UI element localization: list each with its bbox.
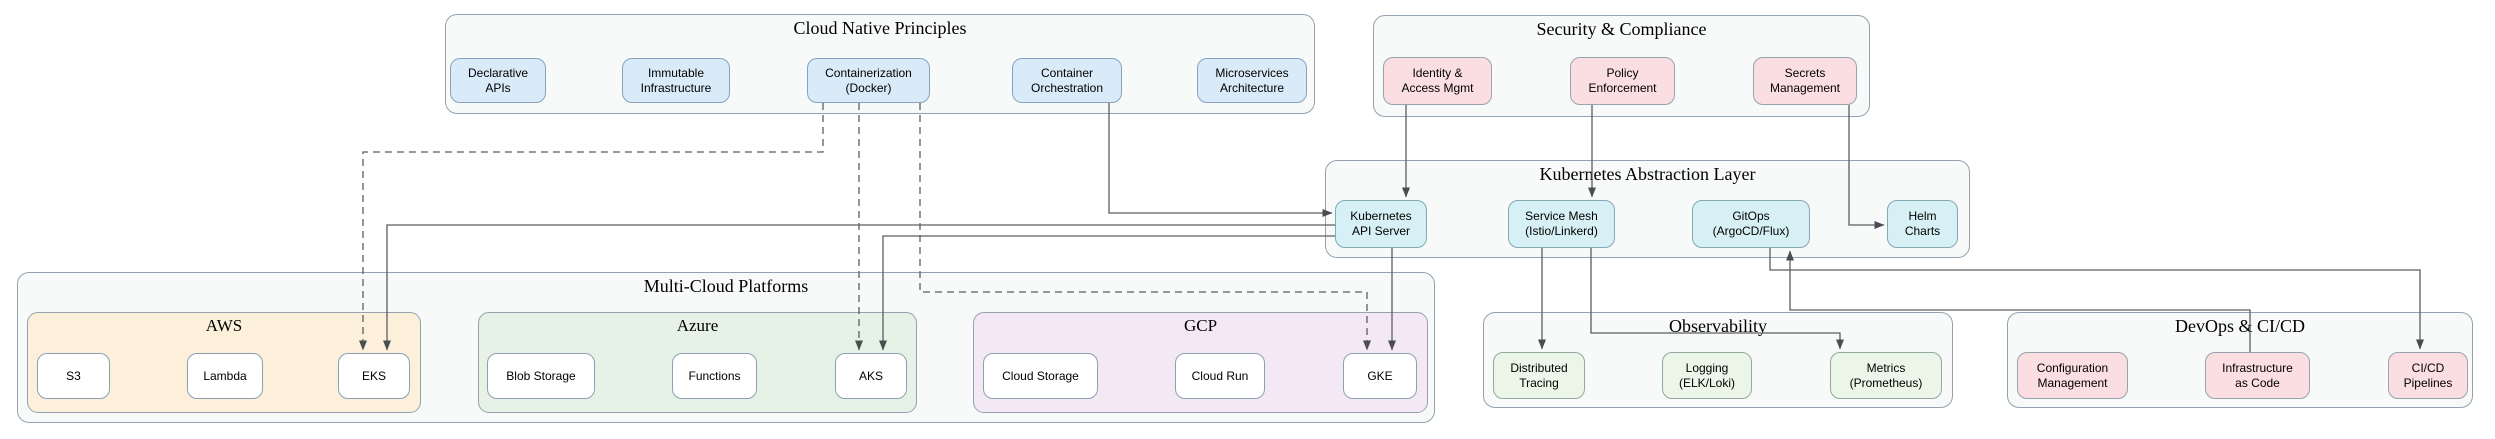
node-containerization-docker: Containerization (Docker) [807,58,930,103]
edge-container-orchestration-to-kubernetes-api-server [1108,103,1333,217]
node-lambda: Lambda [187,353,263,399]
node-infrastructure-as-code: Infrastructure as Code [2205,352,2310,399]
node-immutable-infrastructure: Immutable Infrastructure [622,58,730,103]
node-distributed-tracing: Distributed Tracing [1493,352,1585,399]
node-functions: Functions [672,353,757,399]
node-container-orchestration: Container Orchestration [1012,58,1122,103]
cluster-title-observability: Observability [1669,316,1767,336]
node-identity-access-mgmt: Identity & Access Mgmt [1383,57,1492,105]
cluster-title-cloud-native-principles: Cloud Native Principles [793,18,967,38]
cluster-title-kubernetes-abstraction-layer: Kubernetes Abstraction Layer [1539,164,1756,184]
node-policy-enforcement: Policy Enforcement [1570,57,1675,105]
node-gitops: GitOps (ArgoCD/Flux) [1692,200,1810,248]
node-declarative-apis: Declarative APIs [450,58,546,103]
node-blob-storage: Blob Storage [487,353,595,399]
node-microservices-architecture: Microservices Architecture [1197,58,1307,103]
node-eks: EKS [338,353,410,399]
node-helm-charts: Helm Charts [1887,200,1958,248]
subcluster-title-gcp: GCP [1183,316,1218,335]
node-kubernetes-api-server: Kubernetes API Server [1335,200,1427,248]
node-configuration-management: Configuration Management [2017,352,2128,399]
node-secrets-management: Secrets Management [1753,57,1857,105]
node-logging-elk-loki: Logging (ELK/Loki) [1662,352,1752,399]
cluster-title-devops-cicd: DevOps & CI/CD [2175,316,2305,336]
node-metrics-prometheus: Metrics (Prometheus) [1830,352,1942,399]
node-cicd-pipelines: CI/CD Pipelines [2388,352,2468,399]
subcluster-title-aws: AWS [205,316,243,335]
node-cloud-run: Cloud Run [1175,353,1265,399]
node-service-mesh: Service Mesh (Istio/Linkerd) [1508,200,1615,248]
node-s3: S3 [37,353,110,399]
node-cloud-storage: Cloud Storage [983,353,1098,399]
node-gke: GKE [1343,353,1417,399]
cluster-title-multi-cloud-platforms: Multi-Cloud Platforms [643,276,809,296]
subcluster-title-azure: Azure [676,316,719,335]
cluster-title-security-compliance: Security & Compliance [1536,19,1707,39]
node-aks: AKS [835,353,907,399]
